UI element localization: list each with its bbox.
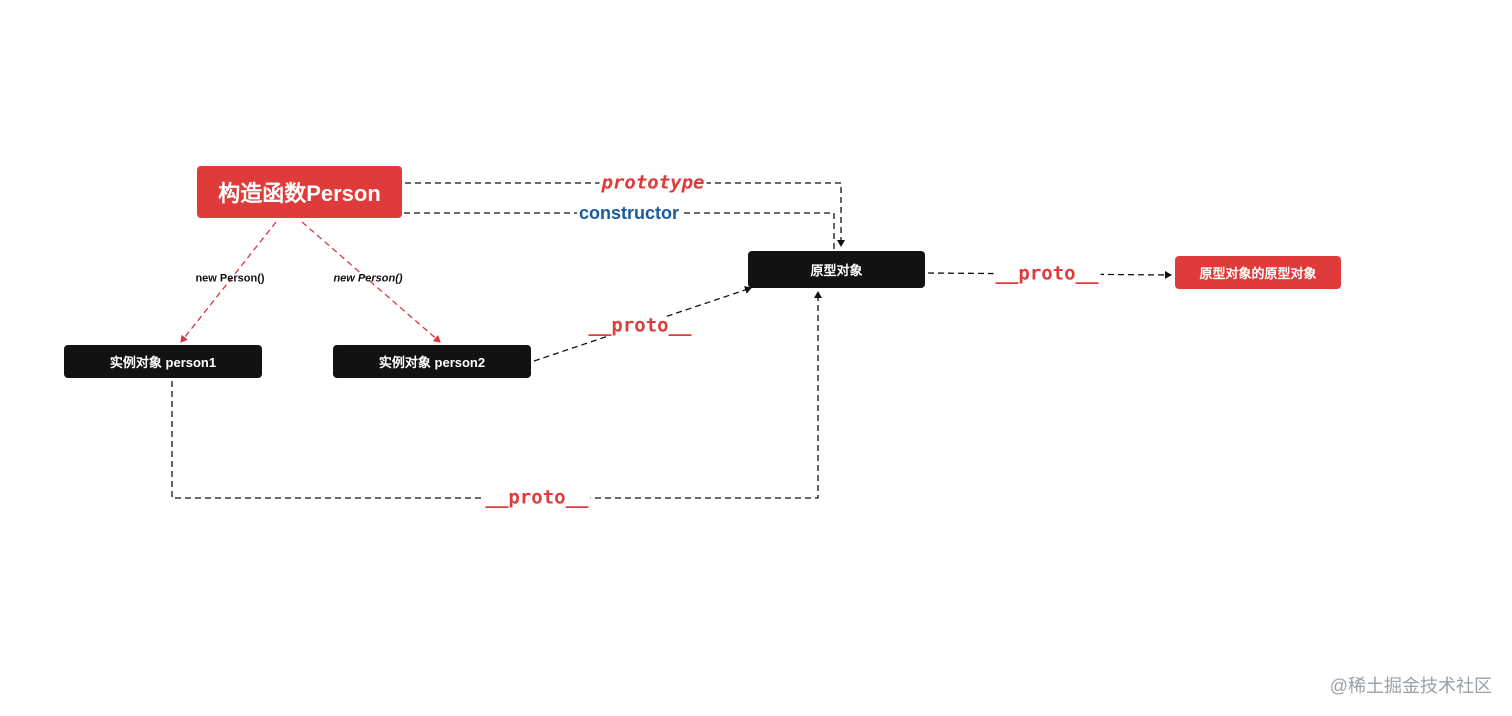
label-new-person-2: new Person() — [333, 272, 403, 285]
constructor-person-node: 构造函数Person — [197, 166, 402, 218]
watermark: @稀土掘金技术社区 — [1329, 676, 1492, 696]
label-proto-instance2: __proto__ — [586, 314, 694, 337]
label-proto-instance1: __proto__ — [483, 486, 591, 509]
edge-new-person-2 — [301, 221, 441, 343]
prototype-object-node: 原型对象 — [748, 251, 925, 288]
instance-person1-node: 实例对象 person1 — [64, 345, 262, 378]
edge-proto-instance1 — [171, 291, 822, 499]
label-new-person-1: new Person() — [195, 272, 265, 285]
label-proto-chain: __proto__ — [993, 262, 1101, 285]
instance-person2-node: 实例对象 person2 — [333, 345, 531, 378]
prototype-of-prototype-node: 原型对象的原型对象 — [1175, 256, 1341, 289]
edge-prototype — [405, 182, 845, 247]
edge-new-person-1 — [180, 221, 277, 343]
label-constructor: constructor — [576, 203, 682, 223]
label-prototype: prototype — [599, 171, 707, 194]
edge-constructor — [389, 209, 835, 249]
